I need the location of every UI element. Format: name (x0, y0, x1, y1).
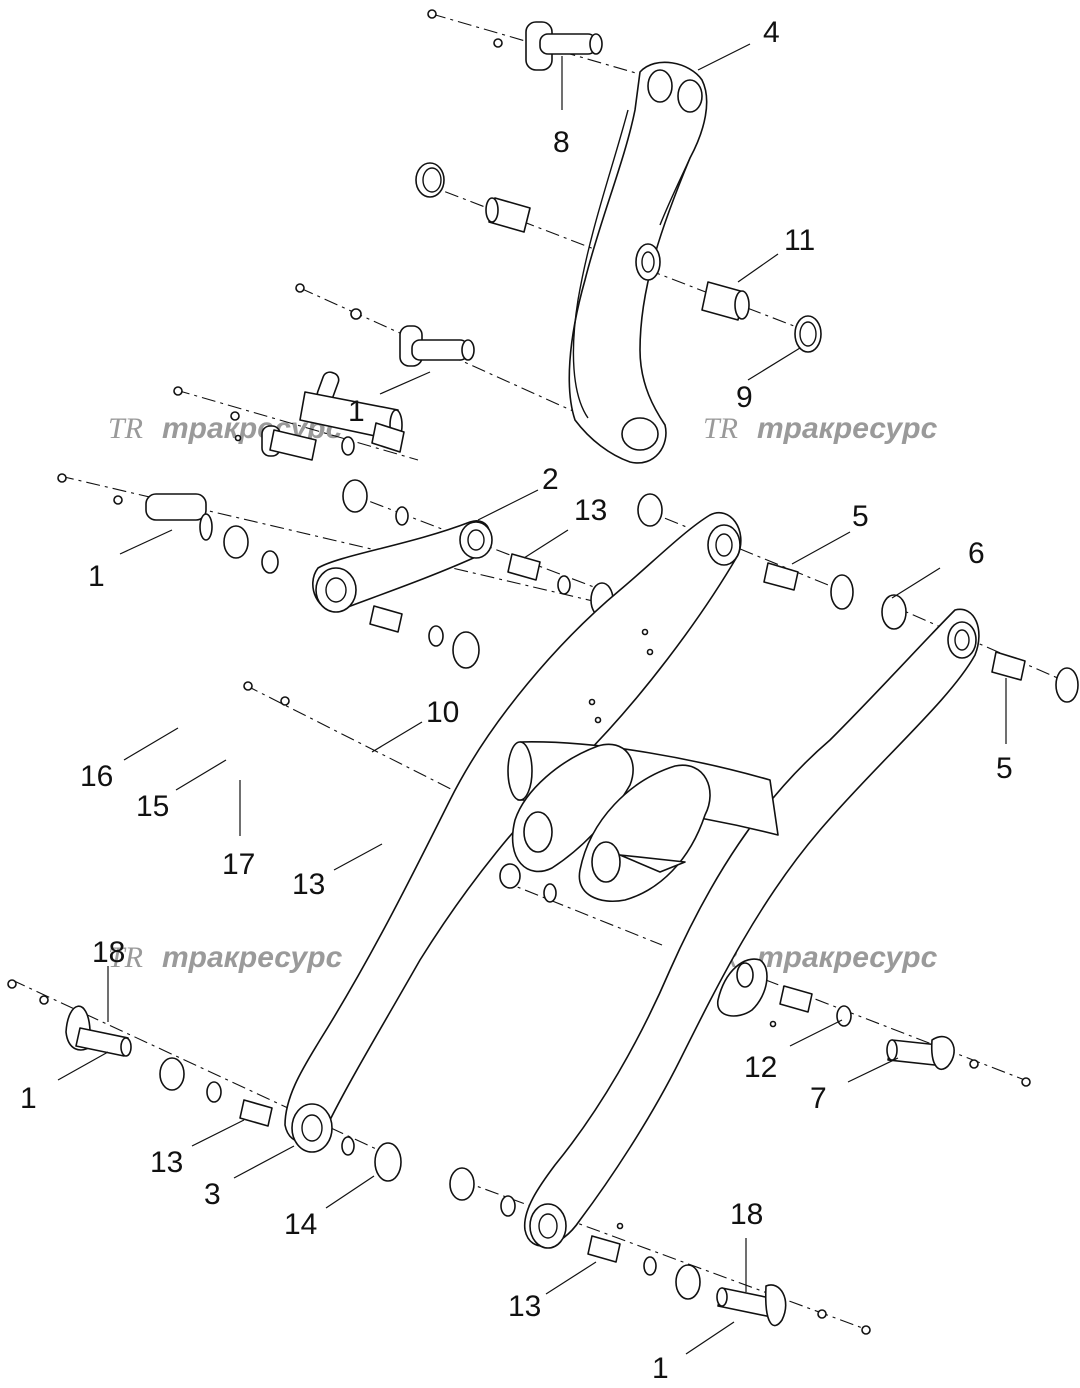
connecting-link (312, 520, 493, 613)
boom-hardware-right (637, 493, 1079, 703)
callout-17: 17 (222, 848, 255, 881)
callout-14: 14 (284, 1208, 317, 1241)
watermark-brand: тракресурс (757, 412, 938, 445)
pin-10 (243, 371, 405, 706)
pin-7-assembly (769, 985, 1031, 1087)
bellcrank-lever (568, 61, 708, 464)
callout-12: 12 (744, 1051, 777, 1084)
callout-18-left: 18 (92, 936, 125, 969)
watermark-bottom-left: TR тракресурс (108, 941, 343, 974)
pin-18-left (7, 979, 402, 1182)
callout-1-bottom: 1 (652, 1352, 669, 1385)
watermark-logo: TR (108, 412, 143, 445)
callout-9: 9 (736, 381, 753, 414)
loader-boom (284, 512, 980, 1249)
pin-18-right (449, 1167, 871, 1335)
callout-2: 2 (542, 463, 559, 496)
callout-13-upper: 13 (574, 494, 607, 527)
bushing-11 (701, 281, 750, 321)
watermark-brand: тракресурс (757, 941, 938, 974)
watermark-logo: TR (108, 941, 143, 974)
watermark-logo: TR (703, 412, 738, 445)
pin-1-link (57, 473, 279, 574)
callout-1-left: 1 (20, 1082, 37, 1115)
callout-numbers: 4 8 11 9 1 2 13 1 5 6 5 10 16 15 17 13 1… (20, 16, 1013, 1385)
callout-3: 3 (204, 1178, 221, 1211)
callout-1-top: 1 (348, 395, 365, 428)
watermark-brand: тракресурс (162, 941, 343, 974)
seal-ring-left (415, 162, 445, 198)
callout-11: 11 (784, 224, 815, 257)
callout-15: 15 (136, 790, 169, 823)
callout-18-right: 18 (730, 1198, 763, 1231)
callout-5-upper: 5 (852, 500, 869, 533)
watermark-top-right: TR тракресурс (703, 412, 938, 445)
leader-lines (57, 43, 1007, 1355)
pin-8 (427, 9, 603, 71)
callout-13-bottom: 13 (508, 1290, 541, 1323)
callout-6: 6 (968, 537, 985, 570)
callout-13-left: 13 (150, 1146, 183, 1179)
callout-5-right: 5 (996, 752, 1013, 785)
callout-7: 7 (810, 1082, 827, 1115)
callout-8: 8 (553, 126, 570, 159)
seal-ring-9 (794, 315, 822, 353)
callout-13-mid: 13 (292, 868, 325, 901)
bushing-upper-left (485, 197, 531, 233)
callout-10: 10 (426, 696, 459, 729)
pin-17-assembly (173, 386, 317, 461)
link-hardware (342, 479, 614, 669)
callout-16: 16 (80, 760, 113, 793)
callout-1-link: 1 (88, 560, 105, 593)
callout-4: 4 (763, 16, 780, 49)
pin-1-top (295, 283, 475, 367)
